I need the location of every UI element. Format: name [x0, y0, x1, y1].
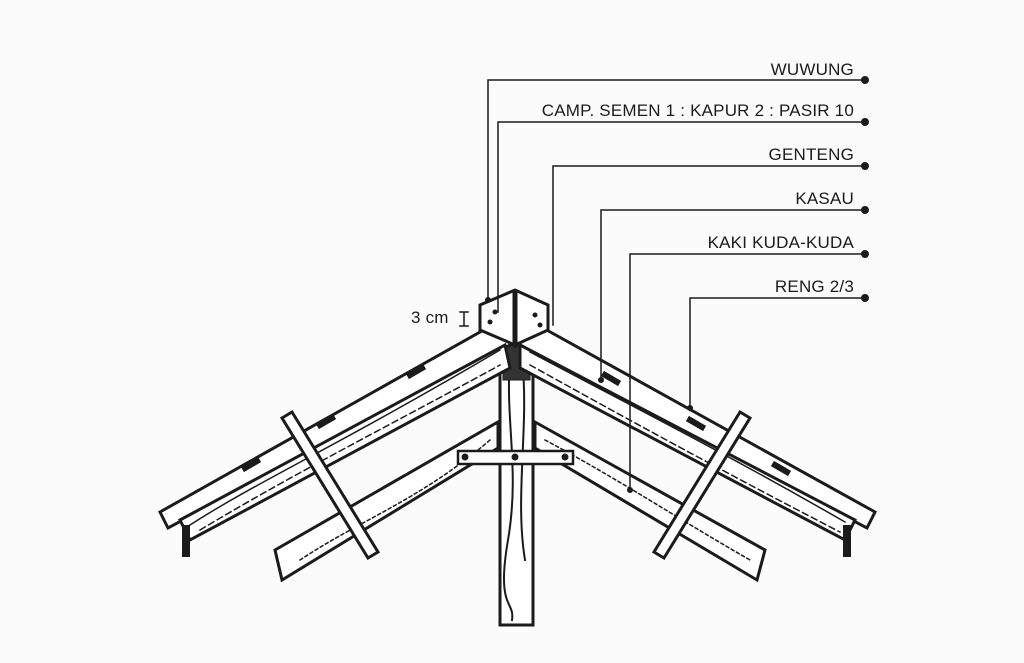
right-brace [651, 409, 753, 561]
dimension-marker [459, 311, 469, 327]
ridge-cap [478, 288, 550, 348]
label-kasau: KASAU [795, 189, 854, 208]
right-roof-slope [518, 315, 877, 557]
leader-lines [487, 79, 866, 491]
king-post [498, 338, 535, 627]
dimension-label: 3 cm [411, 308, 449, 327]
label-wuwung: WUWUNG [770, 60, 854, 79]
label-kaki-kuda-kuda: KAKI KUDA-KUDA [707, 233, 854, 252]
leader-dots [485, 76, 869, 493]
left-brace [279, 409, 381, 561]
label-reng: RENG 2/3 [774, 277, 854, 296]
label-mortar-mix: CAMP. SEMEN 1 : KAPUR 2 : PASIR 10 [541, 101, 854, 120]
tie-plate [456, 449, 575, 466]
label-genteng: GENTENG [768, 145, 854, 164]
